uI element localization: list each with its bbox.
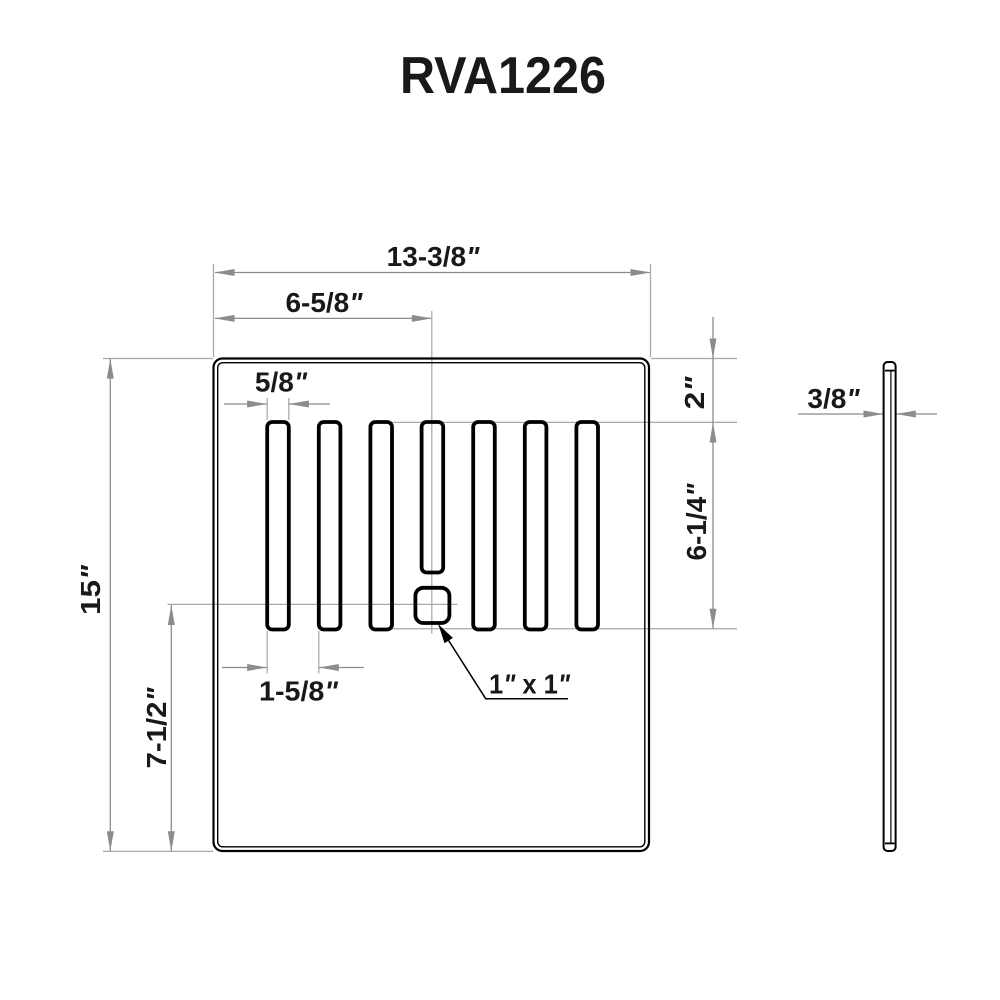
svg-text:3/8": 3/8": [807, 383, 860, 414]
svg-text:RVA1226: RVA1226: [400, 47, 606, 105]
svg-text:7-1/2": 7-1/2": [141, 687, 172, 769]
svg-text:6-5/8": 6-5/8": [285, 287, 363, 318]
svg-text:2": 2": [679, 376, 710, 410]
svg-text:1" x 1": 1" x 1": [489, 669, 571, 700]
svg-text:6-1/4": 6-1/4": [681, 483, 712, 561]
svg-text:15": 15": [75, 564, 106, 615]
svg-text:1-5/8": 1-5/8": [259, 676, 339, 707]
svg-text:5/8": 5/8": [255, 367, 308, 398]
svg-text:13-3/8": 13-3/8": [387, 241, 480, 272]
